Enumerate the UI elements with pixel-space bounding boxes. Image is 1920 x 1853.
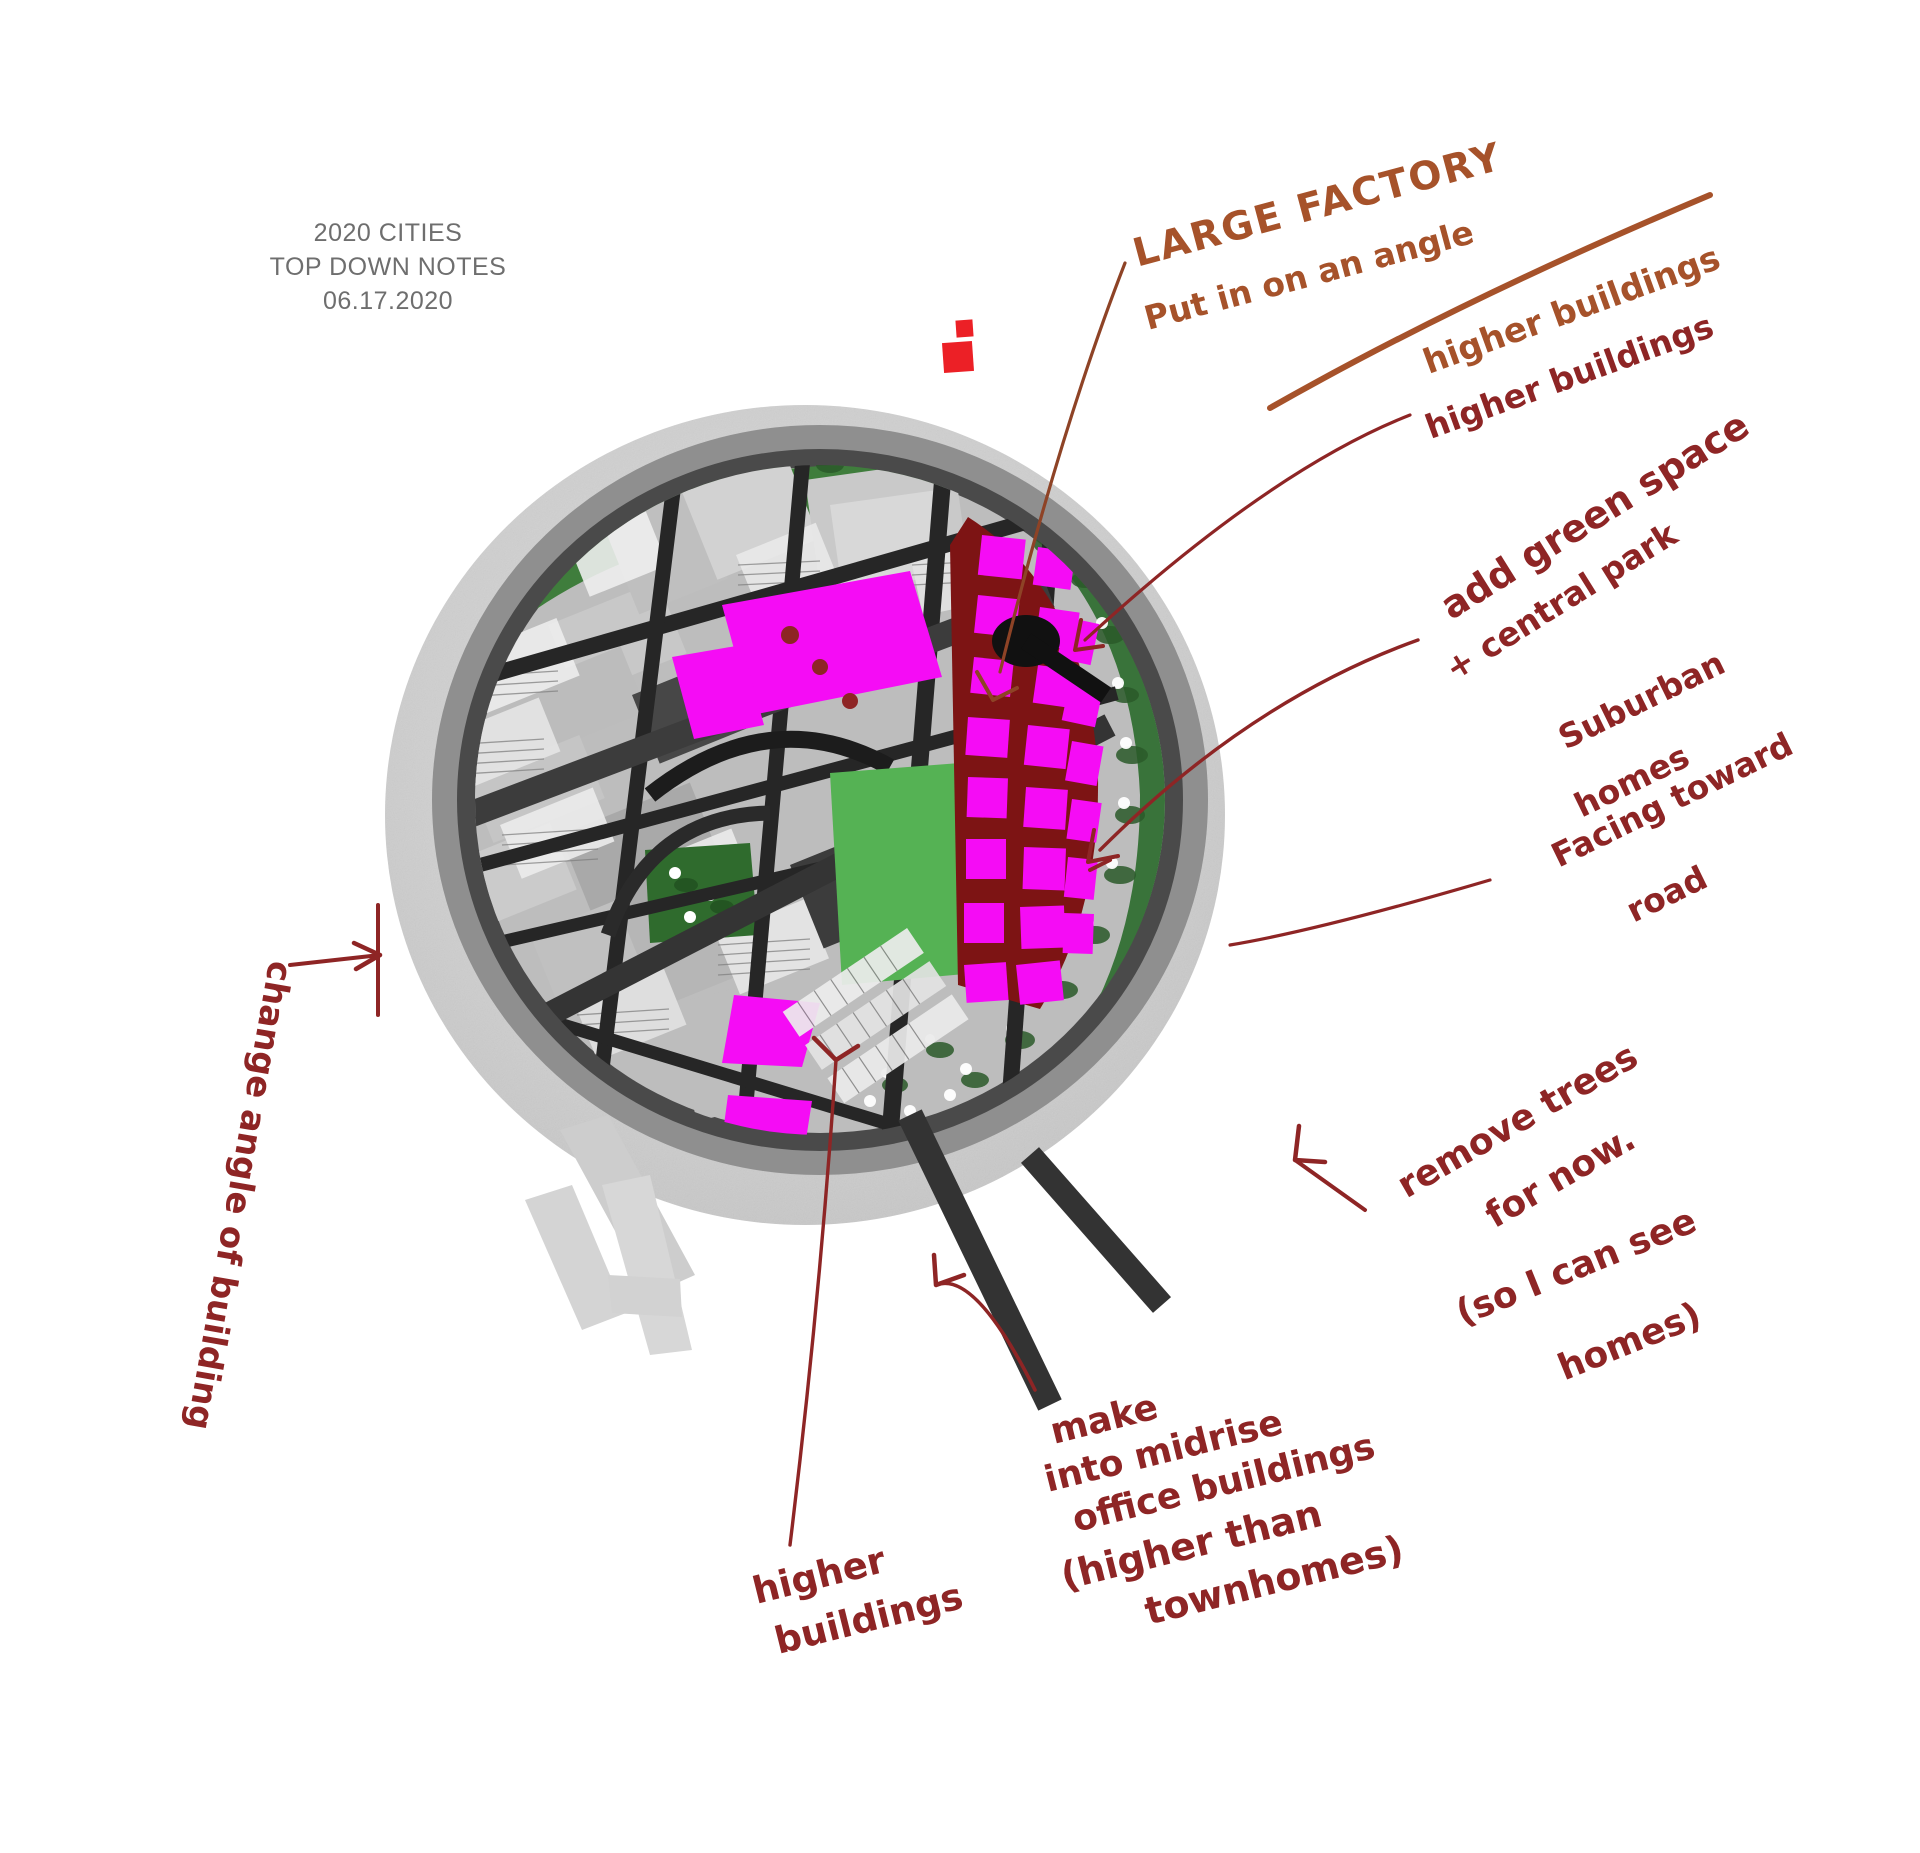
green-park-block — [830, 763, 976, 985]
annotation-midrise-line2: into midrise — [1040, 1401, 1287, 1501]
annotation-suburban-homes-line1: Suburban — [1552, 643, 1731, 758]
site-plan-render — [350, 395, 1280, 1411]
annotation-central-park: + central park — [1438, 514, 1685, 689]
annotation-higher-buildings-top: higher buildings — [1418, 238, 1726, 383]
annotation-suburban-homes-line3: Facing toward — [1545, 724, 1799, 876]
red-marker-large-square — [941, 340, 975, 374]
annotation-midrise-line5: townhomes) — [1140, 1526, 1408, 1634]
title-line-date: 06.17.2020 — [322, 287, 454, 315]
annotation-suburban-homes-line4: road — [1620, 857, 1714, 931]
annotation-large-factory-sub: Put in on an angle — [1140, 212, 1478, 338]
townhouse-rows — [782, 928, 969, 1104]
annotation-remove-trees-line2: for now. — [1478, 1118, 1643, 1237]
annotation-suburban-homes-line2: homes — [1568, 736, 1696, 826]
magenta-factory-block — [672, 571, 942, 739]
site-plan-svg — [385, 405, 1225, 1411]
annotation-higher-buildings-bottom-line1: higher — [748, 1538, 890, 1613]
annotation-remove-trees-line3: (so I can see — [1450, 1200, 1703, 1334]
annotation-change-angle-of-building: change angle of building — [178, 958, 300, 1433]
annotation-higher-buildings-right: higher buildings — [1420, 306, 1719, 447]
annotation-higher-buildings-bottom-line2: buildings — [770, 1574, 968, 1663]
title-line-project: 2020 CITIES — [313, 219, 463, 247]
red-square-marker — [941, 319, 983, 374]
title-line-subject: TOP DOWN NOTES — [269, 253, 507, 281]
red-marker-small-square — [955, 319, 974, 338]
annotation-midrise-line3: office buildings — [1068, 1425, 1380, 1541]
annotation-remove-trees-line4: homes) — [1552, 1294, 1707, 1389]
title-block: 2020 CITIES TOP DOWN NOTES 06.17.2020 — [228, 216, 548, 318]
annotation-large-factory-title: LARGE FACTORY — [1128, 134, 1508, 277]
annotation-remove-trees-line1: remove trees — [1390, 1035, 1645, 1207]
annotation-midrise-line1: make — [1046, 1386, 1163, 1453]
annotation-add-green-space: add green space — [1432, 402, 1757, 629]
annotation-midrise-line4: (higher than — [1056, 1491, 1327, 1599]
south-plaza-strips — [525, 1115, 695, 1355]
